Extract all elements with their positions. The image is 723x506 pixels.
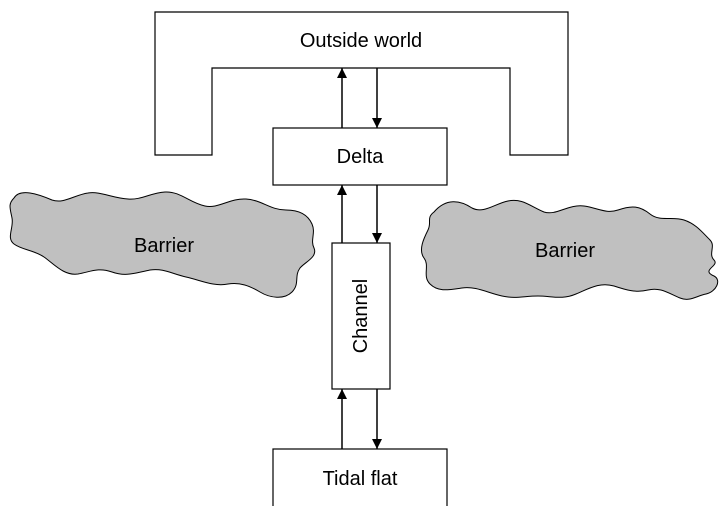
barrier-right-label: Barrier [535, 240, 595, 262]
barrier-right-shape [421, 199, 719, 300]
delta-label: Delta [337, 146, 385, 168]
barrier-left-shape [9, 191, 316, 298]
tidal-flat-label: Tidal flat [323, 468, 398, 490]
delta-box [272, 127, 448, 186]
barrier-left-label: Barrier [134, 235, 194, 257]
tidal-flat-box [272, 448, 448, 506]
outside-world-label: Outside world [300, 30, 422, 52]
outside-world-box [154, 11, 569, 156]
channel-label: Channel [350, 279, 372, 354]
channel-box [331, 242, 391, 390]
